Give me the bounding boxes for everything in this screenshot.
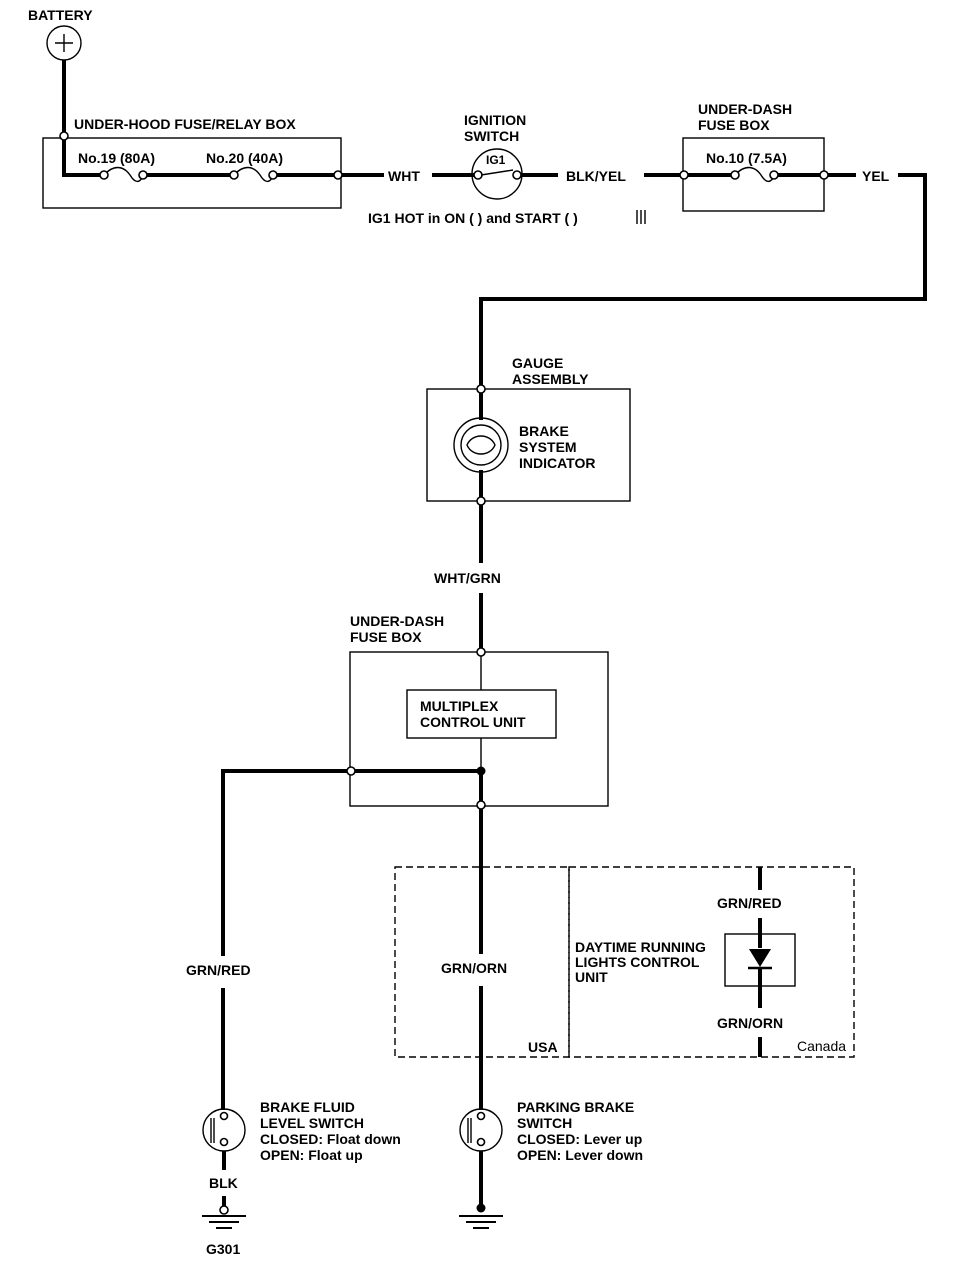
- brake-fluid-switch-label-line2: LEVEL SWITCH: [260, 1115, 364, 1131]
- ground-label-g301: G301: [206, 1241, 240, 1257]
- wire-label-wht-grn: WHT/GRN: [434, 570, 501, 586]
- parking-brake-switch-label-line1: PARKING BRAKE: [517, 1099, 634, 1115]
- brake-system-indicator-bulb: [453, 417, 509, 473]
- parking-brake-switch-label-line2: SWITCH: [517, 1115, 572, 1131]
- fuse-19: [103, 166, 144, 183]
- gauge-assembly-box: [426, 388, 631, 502]
- ig1-label: IG1: [486, 153, 506, 167]
- usa-label: USA: [528, 1039, 558, 1055]
- wire-label-wht: WHT: [388, 168, 420, 184]
- brake-fluid-switch-label-line4: OPEN: Float up: [260, 1147, 363, 1163]
- wire-label-yel: YEL: [862, 168, 890, 184]
- underdash-fuse-box-top-label-line1: UNDER-DASH: [698, 101, 792, 117]
- wire-label-grn-red-right: GRN/RED: [717, 895, 782, 911]
- multiplex-control-unit-label-line2: CONTROL UNIT: [420, 714, 526, 730]
- fuse-20: [233, 166, 274, 183]
- brake-indicator-label-line3: INDICATOR: [519, 455, 595, 471]
- multiplex-control-unit-label-line1: MULTIPLEX: [420, 698, 499, 714]
- parking-brake-switch-label-line3: CLOSED: Lever up: [517, 1131, 642, 1147]
- ignition-switch-label-line2: SWITCH: [464, 128, 519, 144]
- ground-g301-symbol: [202, 1215, 246, 1229]
- ground-parking-brake-symbol: [459, 1215, 503, 1229]
- canada-option-box: [568, 866, 855, 1058]
- drl-label-line2: LIGHTS CONTROL: [575, 954, 700, 970]
- underdash-fuse-box-mid-label-line1: UNDER-DASH: [350, 613, 444, 629]
- usa-option-box: [394, 866, 570, 1058]
- wire-label-grn-red-left: GRN/RED: [186, 962, 251, 978]
- battery-symbol: [46, 25, 82, 61]
- fuse-10-label: No.10 (7.5A): [706, 150, 787, 166]
- brake-indicator-label-line2: SYSTEM: [519, 439, 577, 455]
- ignition-switch-label-line1: IGNITION: [464, 112, 526, 128]
- parking-brake-switch: [459, 1108, 503, 1152]
- drl-label-line3: UNIT: [575, 969, 608, 985]
- brake-indicator-label-line1: BRAKE: [519, 423, 569, 439]
- underhood-fuse-relay-box-label: UNDER-HOOD FUSE/RELAY BOX: [74, 116, 296, 132]
- gauge-assembly-label-line2: ASSEMBLY: [512, 371, 589, 387]
- parking-brake-switch-label-line4: OPEN: Lever down: [517, 1147, 643, 1163]
- ig1-hot-note: IG1 HOT in ON ( ) and START ( ): [368, 210, 578, 226]
- underdash-fuse-box-top-label-line2: FUSE BOX: [698, 117, 770, 133]
- brake-fluid-switch-label-line3: CLOSED: Float down: [260, 1131, 401, 1147]
- fuse-19-label: No.19 (80A): [78, 150, 155, 166]
- diode-symbol: [748, 949, 772, 970]
- fuse-10: [734, 166, 775, 183]
- wire-label-grn-orn-right: GRN/ORN: [717, 1015, 783, 1031]
- gauge-assembly-label-line1: GAUGE: [512, 355, 563, 371]
- ignition-switch: [471, 148, 523, 200]
- fuse-20-label: No.20 (40A): [206, 150, 283, 166]
- brake-fluid-level-switch: [202, 1108, 246, 1152]
- battery-label: BATTERY: [28, 7, 93, 23]
- wire-label-grn-orn-center: GRN/ORN: [441, 960, 507, 976]
- underdash-fuse-box-mid-label-line2: FUSE BOX: [350, 629, 422, 645]
- canada-label: Canada: [797, 1038, 846, 1054]
- wire-label-blk: BLK: [209, 1175, 238, 1191]
- wire-label-blk-yel: BLK/YEL: [566, 168, 626, 184]
- start-position-symbol: [636, 210, 646, 224]
- drl-label-line1: DAYTIME RUNNING: [575, 939, 706, 955]
- brake-fluid-switch-label-line1: BRAKE FLUID: [260, 1099, 355, 1115]
